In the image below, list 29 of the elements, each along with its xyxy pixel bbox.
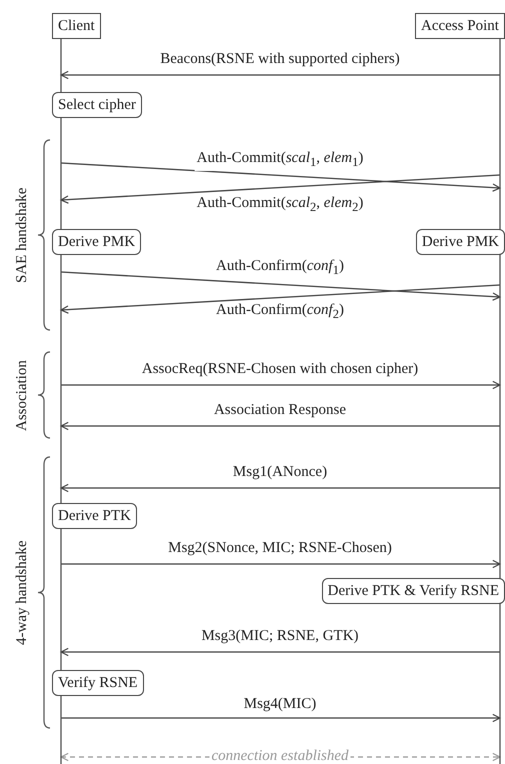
phase-label: Association — [13, 360, 31, 430]
action-box: Derive PTK & Verify RSNE — [322, 578, 505, 604]
message-arrow — [60, 284, 500, 314]
message-arrow — [60, 70, 500, 80]
message-arrow — [60, 174, 500, 204]
edge-label: Association Response — [212, 402, 348, 419]
edge-label: Msg3(MIC; RSNE, GTK) — [199, 628, 361, 645]
edge-label: AssocReq(RSNE-Chosen with chosen cipher) — [140, 361, 420, 378]
message-arrow — [61, 714, 501, 722]
edge-label: Msg2(SNonce, MIC; RSNE-Chosen) — [166, 540, 394, 557]
message-arrow — [60, 648, 500, 656]
phase-label: 4-way handshake — [13, 540, 31, 645]
message-arrow — [60, 162, 501, 192]
message-arrow — [60, 422, 500, 430]
message-arrow — [60, 484, 500, 492]
edge-label: Msg1(ANonce) — [230, 464, 330, 481]
message-arrow — [60, 271, 501, 301]
phase-label: SAE handshake — [13, 187, 31, 282]
edge-label: Msg4(MIC) — [242, 696, 318, 713]
edge-label: Auth-Commit(scal$_{1}$, elem$_{1}$) — [194, 150, 366, 171]
participant-box: Client — [52, 13, 101, 39]
edge-label: Beacons(RSNE with supported ciphers) — [158, 51, 402, 68]
action-box: Derive PTK — [52, 503, 137, 529]
action-box: Verify RSNE — [52, 670, 144, 696]
message-arrow — [61, 380, 501, 390]
action-box: Derive PMK — [52, 229, 142, 255]
action-box: Select cipher — [52, 92, 142, 118]
participant-box: Access Point — [415, 13, 505, 39]
message-arrow — [61, 560, 501, 568]
